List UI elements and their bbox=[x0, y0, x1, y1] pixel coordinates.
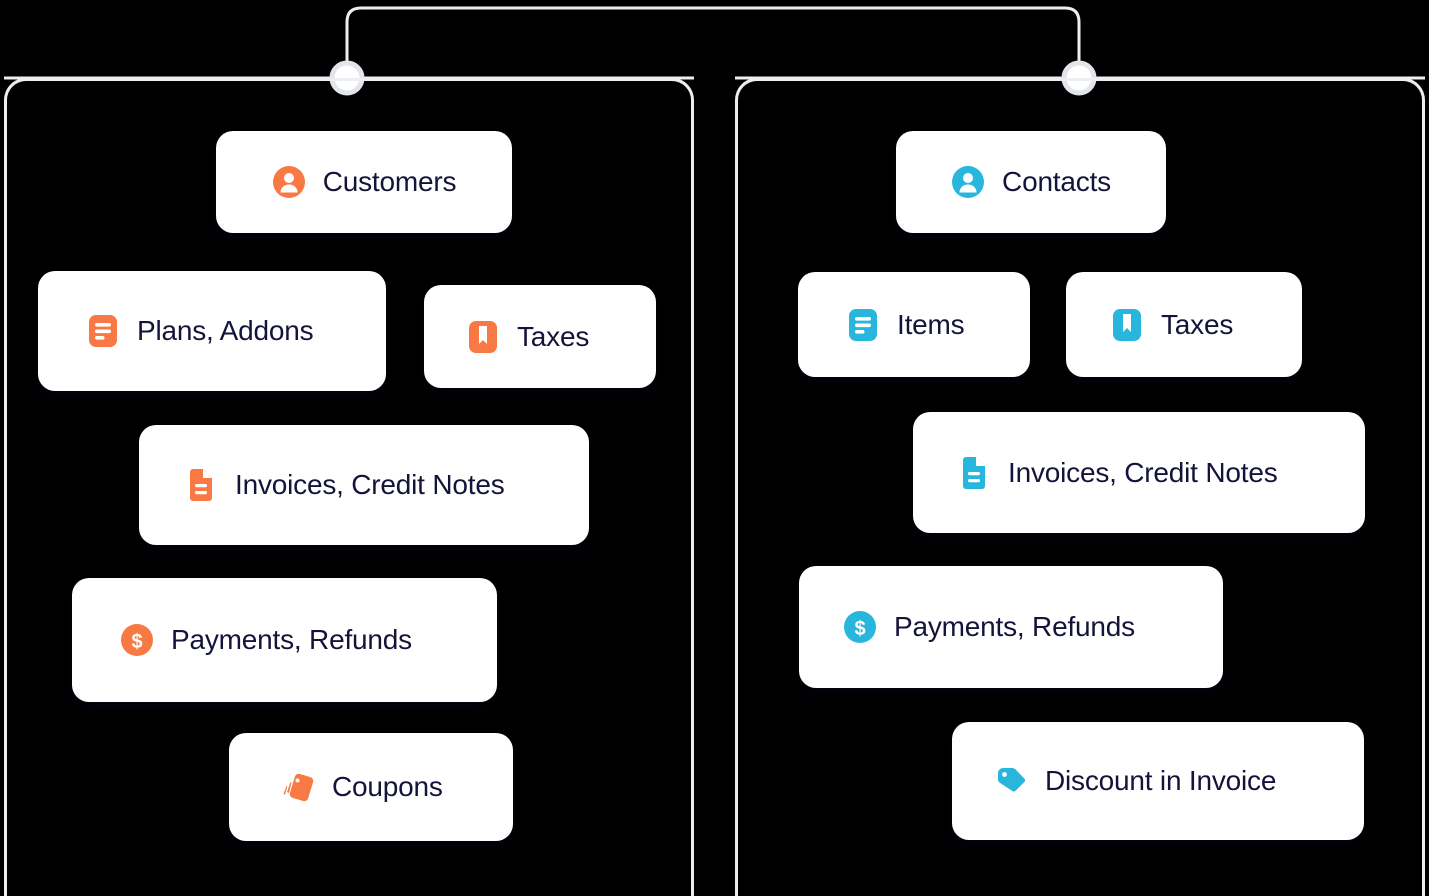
card-label: Payments, Refunds bbox=[171, 624, 412, 655]
list-document-icon bbox=[846, 308, 880, 342]
card-label: Customers bbox=[322, 166, 457, 197]
card-payments-refunds-right[interactable]: $ Payments, Refunds bbox=[799, 566, 1223, 688]
price-tag-icon bbox=[994, 764, 1028, 798]
bookmark-icon bbox=[466, 320, 500, 354]
card-label: Contacts bbox=[1002, 166, 1111, 197]
card-contacts[interactable]: Contacts bbox=[896, 131, 1166, 233]
svg-text:$: $ bbox=[854, 618, 865, 640]
card-plans-addons[interactable]: Plans, Addons bbox=[38, 271, 386, 391]
dollar-circle-icon: $ bbox=[120, 623, 154, 657]
card-label: Invoices, Credit Notes bbox=[1008, 456, 1278, 488]
card-payments-refunds-left[interactable]: $ Payments, Refunds bbox=[72, 578, 497, 702]
bookmark-icon bbox=[1110, 308, 1144, 342]
document-icon bbox=[184, 468, 218, 502]
card-discount-in-invoice[interactable]: Discount in Invoice bbox=[952, 722, 1364, 840]
card-label: Items bbox=[897, 308, 965, 340]
connector-top-path bbox=[345, 6, 1081, 78]
card-taxes-left[interactable]: Taxes bbox=[424, 285, 656, 388]
list-document-icon bbox=[86, 314, 120, 348]
card-coupons[interactable]: Coupons bbox=[229, 733, 513, 841]
card-label: Discount in Invoice bbox=[1045, 765, 1277, 796]
svg-text:$: $ bbox=[131, 631, 142, 653]
coupon-icon bbox=[281, 770, 315, 804]
card-customers[interactable]: Customers bbox=[216, 131, 512, 233]
card-taxes-right[interactable]: Taxes bbox=[1066, 272, 1302, 377]
dollar-circle-icon: $ bbox=[843, 610, 877, 644]
user-icon bbox=[951, 165, 985, 199]
card-label: Coupons bbox=[332, 771, 443, 802]
card-label: Taxes bbox=[517, 320, 590, 352]
card-label: Payments, Refunds bbox=[894, 611, 1135, 642]
document-icon bbox=[957, 456, 991, 490]
user-icon bbox=[272, 165, 306, 199]
card-label: Plans, Addons bbox=[137, 315, 314, 346]
card-invoices-credit-notes-right[interactable]: Invoices, Credit Notes bbox=[913, 412, 1365, 533]
panel-left bbox=[4, 78, 694, 896]
card-label: Invoices, Credit Notes bbox=[235, 469, 505, 500]
card-items[interactable]: Items bbox=[798, 272, 1030, 377]
card-invoices-credit-notes-left[interactable]: Invoices, Credit Notes bbox=[139, 425, 589, 545]
panel-right bbox=[735, 78, 1425, 896]
card-label: Taxes bbox=[1161, 308, 1234, 340]
